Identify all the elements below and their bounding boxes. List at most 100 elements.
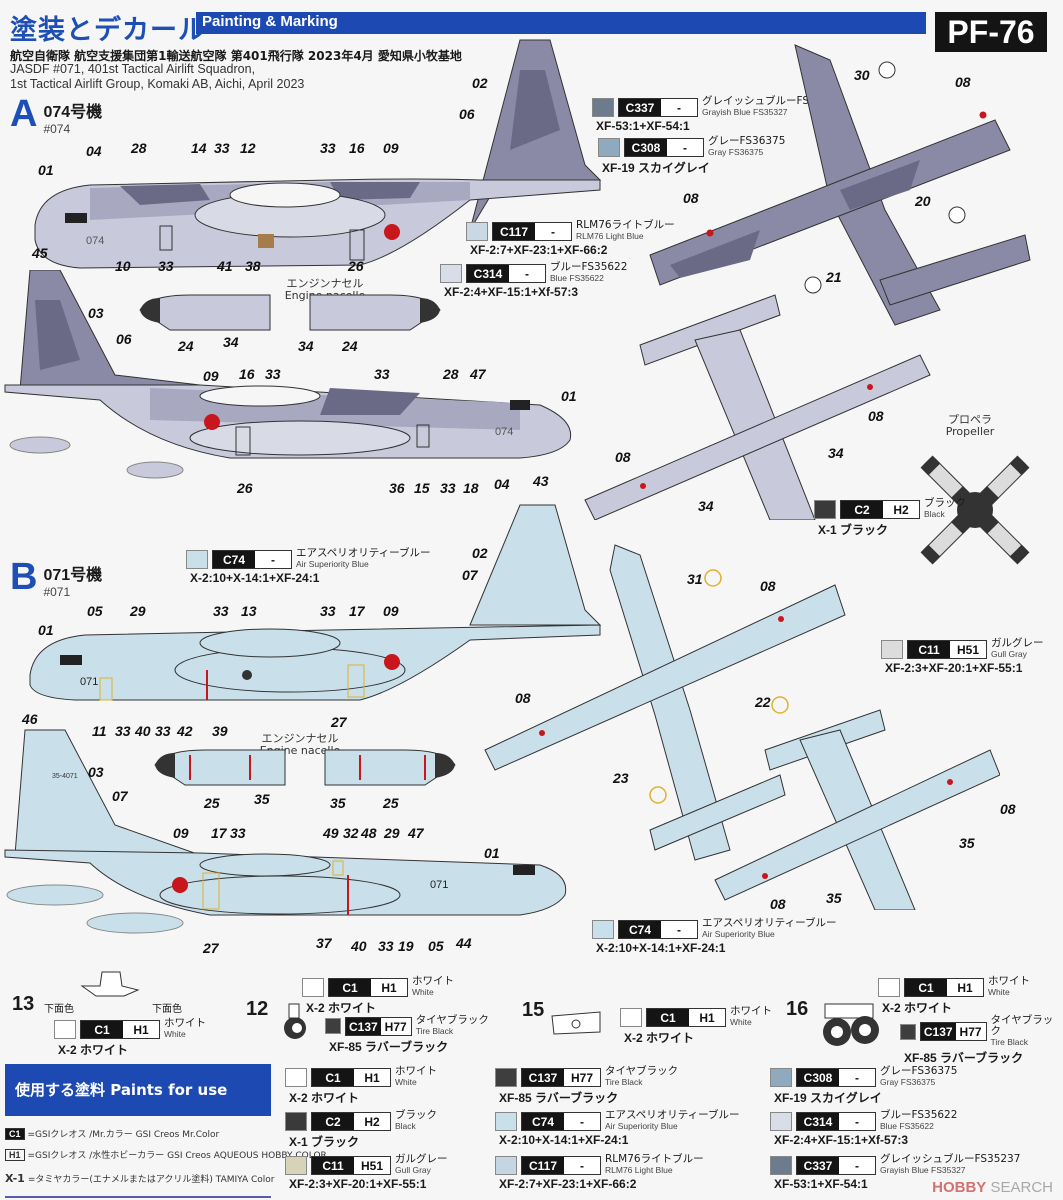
paint-name-jp: エアスペリオリティーブルー <box>605 1109 740 1121</box>
paint-name-en: Air Superiority Blue <box>296 559 369 569</box>
callout-45: 45 <box>32 245 48 261</box>
divider <box>5 1196 271 1198</box>
color-swatch <box>54 1019 76 1039</box>
callout-27: 27 <box>331 714 347 730</box>
color-swatch <box>770 1155 792 1175</box>
tamiya-mix: XF-2:3+XF-20:1+XF-55:1 <box>289 1177 427 1191</box>
paint-name-en: Tire Black <box>415 1026 454 1036</box>
hobby-color-code: - <box>839 1112 875 1130</box>
unit-description-en: JASDF #071, 401st Tactical Airlift Squad… <box>10 62 304 92</box>
scheme-b-top-view <box>484 544 846 861</box>
tamiya-mix: XF-19 スカイグレイ <box>602 161 710 175</box>
hobby-color-code: H1 <box>371 978 407 996</box>
callout-24: 24 <box>178 338 194 354</box>
callout-33: 33 <box>320 603 336 619</box>
callout-08: 08 <box>770 896 786 912</box>
part-13-drawing <box>80 971 140 997</box>
tamiya-mix: XF-53:1+XF-54:1 <box>596 119 690 133</box>
color-swatch <box>495 1155 517 1175</box>
callout-34: 34 <box>828 445 844 461</box>
propeller-label-en: Propeller <box>945 425 995 438</box>
hobby-color-code: H51 <box>950 640 986 658</box>
mr-color-code: C1 <box>329 978 371 996</box>
mr-color-code: C314 <box>797 1112 839 1130</box>
hobby-color-code: H77 <box>564 1068 600 1086</box>
callout-30: 30 <box>854 67 870 83</box>
part-12-drawing <box>284 1003 306 1039</box>
watermark-brand: HOBBY <box>932 1179 987 1196</box>
callout-06: 06 <box>459 106 475 122</box>
paint-name-jp: タイヤブラック <box>605 1065 679 1077</box>
engine-nacelle-jp: エンジンナセル <box>261 732 339 745</box>
callout-15: 15 <box>414 480 430 496</box>
legend-hobby-color: H1 =GSIクレオス /水性ホビーカラー GSI Creos AQUEOUS … <box>5 1148 327 1161</box>
hobby-color-code: - <box>564 1156 600 1174</box>
propeller-label-jp: プロペラ <box>948 413 992 426</box>
callout-16: 16 <box>239 366 255 382</box>
tamiya-mix: X-2 ホワイト <box>624 1031 695 1045</box>
scheme-a-letter: A <box>10 93 38 135</box>
callout-01: 01 <box>561 388 577 404</box>
hobby-color-code: - <box>661 98 697 116</box>
tamiya-mix: X-1 ブラック <box>818 523 889 537</box>
unit-en-line2: 1st Tactical Airlift Group, Komaki AB, A… <box>10 77 305 91</box>
watermark: HOBBY SEARCH <box>932 1179 1053 1196</box>
callout-01: 01 <box>38 162 54 178</box>
color-swatch <box>770 1111 792 1131</box>
color-swatch <box>881 639 903 659</box>
paint-name-en: Gray FS36375 <box>880 1077 936 1087</box>
svg-text:074: 074 <box>495 426 513 438</box>
callout-18: 18 <box>463 480 479 496</box>
callout-20: 20 <box>915 193 931 209</box>
color-swatch <box>325 1018 341 1034</box>
part-number-15: 15 <box>522 999 545 1021</box>
callout-49: 49 <box>323 825 339 841</box>
tamiya-mix: XF-2:4+XF-15:1+Xf-57:3 <box>774 1133 909 1147</box>
hobby-color-code: - <box>255 550 291 568</box>
callout-31: 31 <box>687 571 703 587</box>
paint-name-en: Blue FS35622 <box>880 1121 934 1131</box>
callout-34: 34 <box>298 338 314 354</box>
callout-39: 39 <box>212 723 228 739</box>
legend-key: C1 <box>5 1127 25 1140</box>
mr-color-code: C11 <box>908 640 950 658</box>
callout-08: 08 <box>955 74 971 90</box>
callout-09: 09 <box>203 368 219 384</box>
paint-name-jp: エアスペリオリティーブルー <box>296 547 431 559</box>
callout-29: 29 <box>384 825 400 841</box>
hobby-color-code: H1 <box>947 978 983 996</box>
tamiya-mix: X-1 ブラック <box>289 1135 360 1149</box>
callout-40: 40 <box>135 723 151 739</box>
unit-en-line1: JASDF #071, 401st Tactical Airlift Squad… <box>10 62 256 76</box>
scheme-a-side-view-right: 074 <box>4 270 572 479</box>
callout-28: 28 <box>443 366 459 382</box>
engine-nacelle-b <box>154 749 456 786</box>
callout-10: 10 <box>115 258 131 274</box>
callout-23: 23 <box>613 770 629 786</box>
callout-47: 47 <box>470 366 486 382</box>
callout-33: 33 <box>265 366 281 382</box>
callout-09: 09 <box>383 603 399 619</box>
paint-name-en: Gull Gray <box>395 1165 431 1175</box>
callout-05: 05 <box>87 603 103 619</box>
color-swatch <box>495 1067 517 1087</box>
page-title-jp: 塗装とデカール <box>10 15 206 46</box>
fuselage-number-a: 074 <box>86 235 104 247</box>
callout-01: 01 <box>38 622 54 638</box>
callout-46: 46 <box>22 711 38 727</box>
callout-33: 33 <box>158 258 174 274</box>
tamiya-mix: XF-2:7+XF-23:1+XF-66:2 <box>499 1177 637 1191</box>
callout-34: 34 <box>223 334 239 350</box>
tamiya-mix: X-2:10+X-14:1+XF-24:1 <box>190 571 320 585</box>
callout-21: 21 <box>826 269 842 285</box>
callout-32: 32 <box>343 825 359 841</box>
legend-key: X-1 <box>5 1172 25 1185</box>
